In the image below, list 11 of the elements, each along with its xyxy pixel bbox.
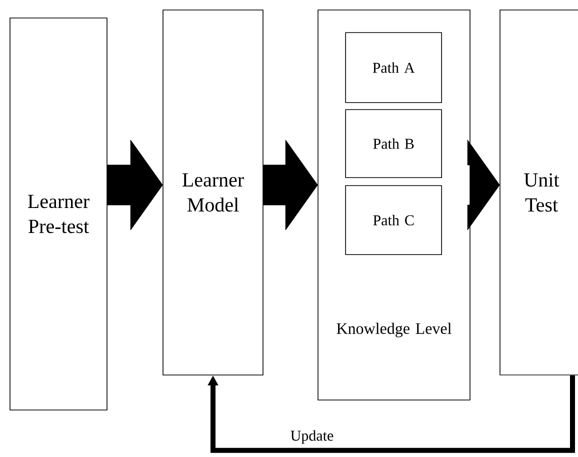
path-box: Path C [345, 185, 442, 255]
arrow [208, 375, 575, 453]
arrow [467, 140, 500, 230]
arrow [263, 140, 318, 230]
process-box: Learner Model [162, 10, 264, 376]
path-box: Path B [345, 109, 442, 178]
path-box: Path A [345, 32, 442, 103]
edge-label: Update [289, 429, 335, 445]
process-box: Learner Pre-test [10, 18, 108, 410]
process-box: Unit Test [500, 10, 578, 376]
arrow [107, 140, 163, 230]
